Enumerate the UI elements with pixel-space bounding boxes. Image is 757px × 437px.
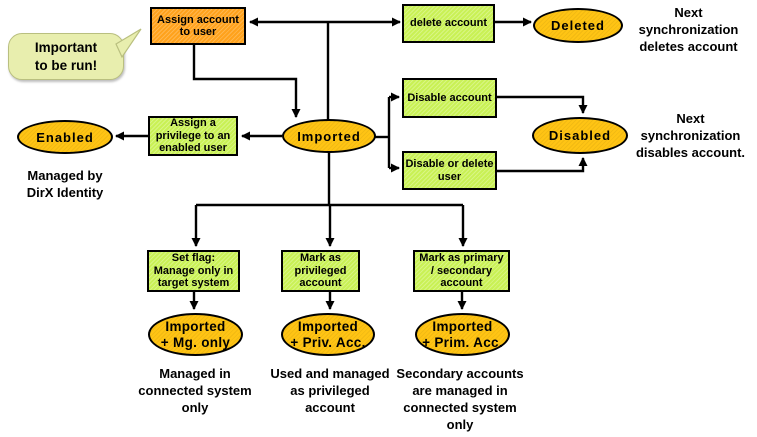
imported-priv-acc-state: Imported + Priv. Acc. [281,313,375,356]
edge-assign-account-to-imported [192,45,301,118]
disabled-state: Disabled [532,117,628,154]
next-sync-deletes-note: Next synchronization deletes account [638,4,739,54]
assign-privilege-box: Assign a privilege to an enabled user [148,116,238,156]
deleted-state: Deleted [533,8,623,43]
edge-imported-to-delete-account [326,17,401,124]
edge-disable-or-delete-user-to-disabled [497,157,588,173]
delete-account-box: delete account [402,4,495,43]
next-sync-disables-note: Next synchronization disables account. [635,110,746,160]
managed-in-connected-note: Managed in connected system only [138,365,252,415]
mark-privileged-box: Mark as privileged account [281,250,360,292]
secondary-managed-note: Secondary accounts are managed in connec… [396,365,524,432]
used-as-privileged-note: Used and managed as privileged account [270,365,390,415]
disable-or-delete-user-box: Disable or delete user [402,151,497,190]
managed-by-dirx-note: Managed by DirX Identity [26,168,104,200]
edge-disable-account-to-disabled [497,95,588,114]
edge-imported-to-bottom-branch [191,152,468,247]
disable-account-box: Disable account [402,78,497,118]
imported-state: Imported [282,119,376,153]
enabled-state: Enabled [17,120,113,154]
important-callout: Important to be run! [8,33,124,80]
imported-prim-acc-state: Imported + Prim. Acc. [415,313,510,356]
imported-mg-only-state: Imported + Mg. only [148,313,243,356]
set-flag-box: Set flag: Manage only in target system [147,250,240,292]
assign-account-box: Assign account to user [150,7,246,45]
callout-tail [115,28,142,59]
edge-imported-to-disable-branch [375,92,400,173]
mark-primary-box: Mark as primary / secondary account [413,250,510,292]
